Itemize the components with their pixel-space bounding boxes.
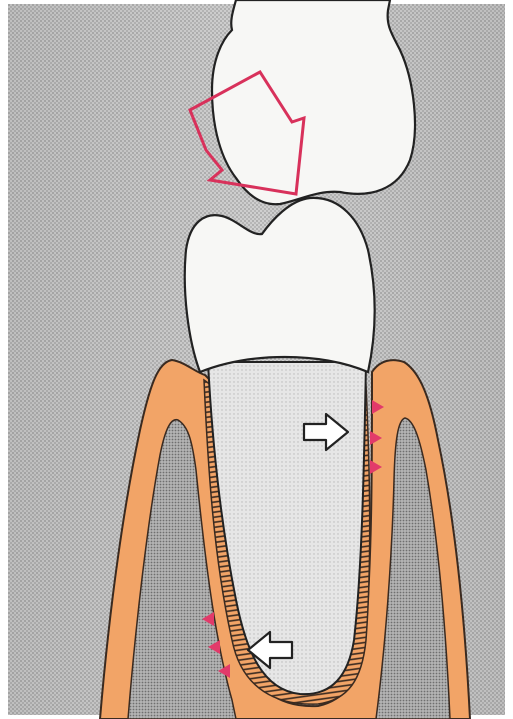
upper-tooth xyxy=(212,0,415,204)
lower-tooth-crown xyxy=(185,198,375,372)
